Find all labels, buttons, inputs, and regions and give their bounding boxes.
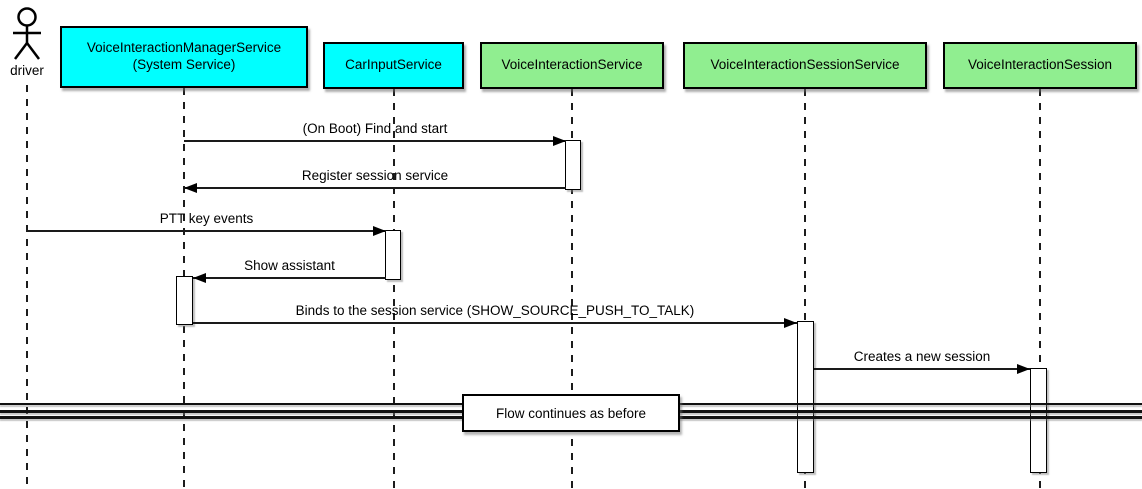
participant-voice-interaction-service: VoiceInteractionService xyxy=(480,42,664,89)
arrowhead-right-icon xyxy=(373,225,386,236)
activation-voice-interaction-session xyxy=(1030,368,1047,473)
message-line xyxy=(27,230,386,232)
lifeline-car-input-service xyxy=(393,89,395,489)
activation-voice-interaction-session-service xyxy=(797,321,814,473)
message-label-on-boot-find-and-start: (On Boot) Find and start xyxy=(302,121,448,136)
message-line xyxy=(193,322,797,324)
arrowhead-right-icon xyxy=(784,317,797,328)
lifeline-voice-interaction-service xyxy=(571,89,573,489)
message-label-show-assistant: Show assistant xyxy=(244,258,335,273)
arrowhead-left-icon xyxy=(184,182,197,193)
message-line xyxy=(193,277,386,279)
message-line xyxy=(814,368,1030,370)
message-label-creates-a-new-session: Creates a new session xyxy=(853,349,991,364)
activation-car-input-service xyxy=(385,230,401,280)
lifeline-voice-interaction-session xyxy=(1039,89,1041,489)
arrowhead-right-icon xyxy=(553,135,566,146)
arrowhead-left-icon xyxy=(193,272,206,283)
message-label-register-session-service: Register session service xyxy=(301,168,449,183)
participant-voice-interaction-manager-service: VoiceInteractionManagerService (System S… xyxy=(60,26,308,88)
actor-label: driver xyxy=(10,63,44,78)
participant-voice-interaction-session-service: VoiceInteractionSessionService xyxy=(683,42,927,89)
divider-label: Flow continues as before xyxy=(495,405,647,421)
participant-voice-interaction-session: VoiceInteractionSession xyxy=(943,42,1137,89)
lifeline-driver xyxy=(26,85,28,489)
message-label-binds-to-session-service: Binds to the session service (SHOW_SOURC… xyxy=(295,303,695,318)
activation-voice-interaction-service xyxy=(565,140,581,190)
message-line xyxy=(184,187,566,189)
arrowhead-right-icon xyxy=(1017,363,1030,374)
message-line xyxy=(184,140,566,142)
actor-stick-figure-icon xyxy=(13,7,41,60)
participant-car-input-service: CarInputService xyxy=(323,42,464,89)
message-label-ptt-key-events: PTT key events xyxy=(159,211,254,226)
activation-voice-interaction-manager-service xyxy=(176,276,193,325)
lifeline-voice-interaction-session-service xyxy=(804,89,806,489)
divider-label-box: Flow continues as before xyxy=(462,394,680,432)
